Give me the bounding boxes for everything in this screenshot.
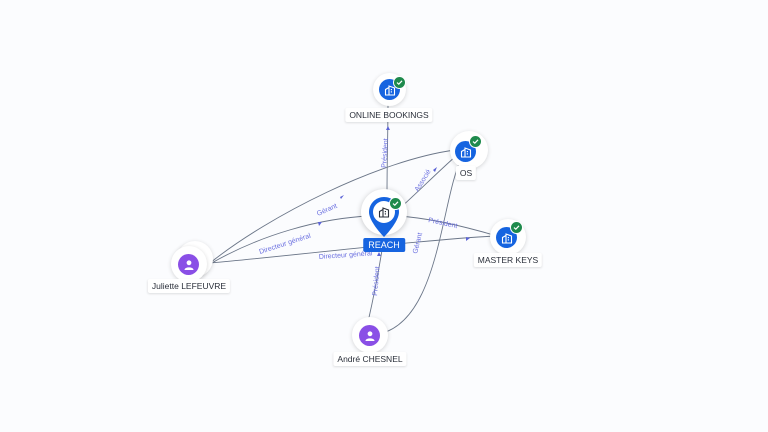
node-label: André CHESNEL: [333, 352, 407, 366]
edge-label-juliette-master-keys: Directeur général: [319, 250, 373, 261]
edge-reach-os: [397, 155, 457, 211]
check-badge-icon: [469, 135, 482, 148]
arrow-reach-os: [433, 167, 437, 172]
edge-label-andre-reach: Président: [372, 266, 382, 296]
check-badge-icon: [389, 197, 402, 210]
node-label: MASTER KEYS: [473, 253, 543, 267]
node-label: ONLINE BOOKINGS: [345, 108, 433, 122]
building-icon: [384, 84, 395, 96]
check-badge-icon: [510, 221, 523, 234]
person-avatar: [359, 325, 380, 346]
arrow-juliette-master-keys: [466, 237, 470, 241]
building-icon: [378, 207, 390, 218]
node-label: Juliette LEFEUVRE: [147, 279, 231, 293]
check-badge-icon: [393, 76, 406, 89]
edge-juliette-os: [209, 149, 456, 264]
user-icon: [365, 330, 374, 341]
arrow-andre-reach: [377, 252, 381, 256]
user-icon: [184, 259, 193, 270]
arrow-reach-online-bookings: [386, 126, 390, 130]
edge-juliette-master-keys: [209, 235, 496, 264]
edge-andre-reach: [367, 249, 383, 323]
building-icon: [460, 146, 471, 158]
edge-reach-master-keys: [397, 215, 498, 237]
edge-label-juliette-reach: Directeur général: [258, 233, 312, 256]
arrow-juliette-reach: [318, 222, 322, 226]
person-avatar: [178, 254, 199, 275]
edge-label-juliette-os: Gérant: [316, 203, 338, 218]
edge-label-andre-os: Gérant: [412, 232, 424, 255]
arrow-juliette-os: [340, 195, 344, 199]
building-icon: [501, 232, 512, 244]
edge-juliette-reach: [209, 215, 371, 265]
edge-label-reach-os: Associé: [414, 168, 433, 193]
node-label: REACH: [363, 238, 405, 252]
edge-label-reach-online-bookings: Président: [381, 138, 390, 168]
node-label: OS: [455, 166, 477, 180]
edge-andre-os: [371, 156, 463, 336]
